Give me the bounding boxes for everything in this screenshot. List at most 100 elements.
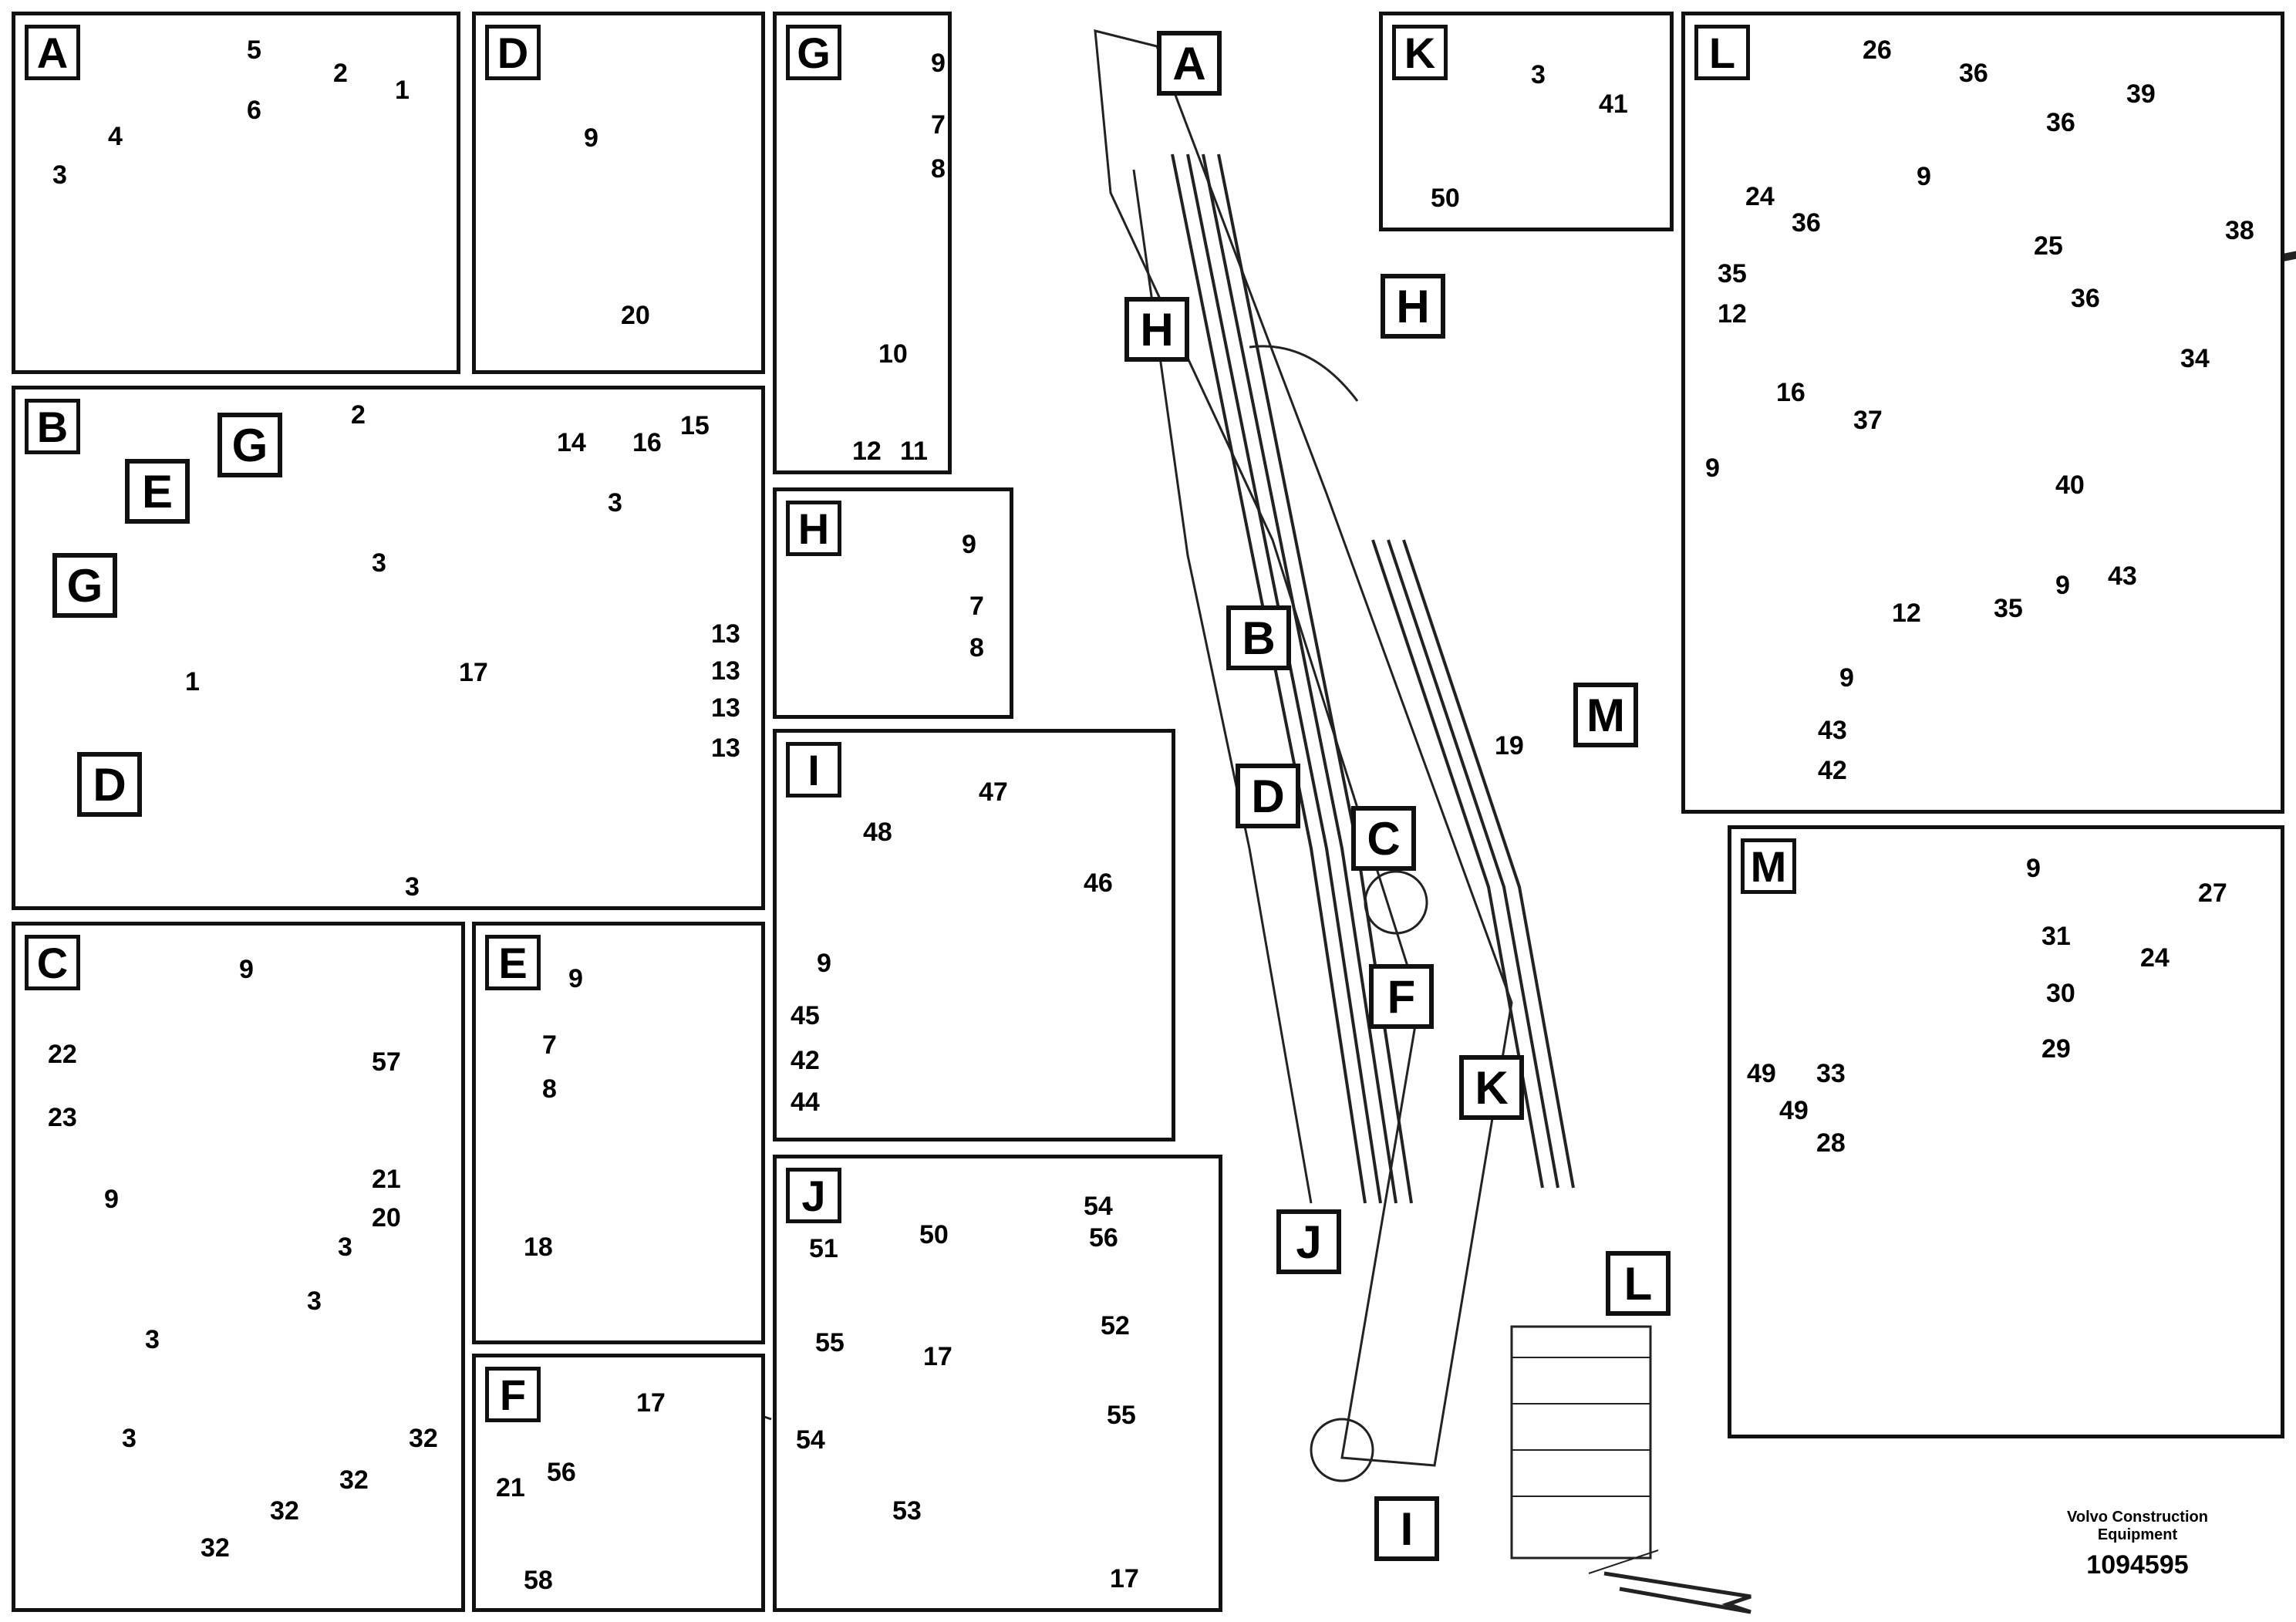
label-54: 54 [1084, 1192, 1113, 1221]
label-12: 12 [852, 437, 882, 466]
label-14: 14 [557, 428, 586, 457]
panel-h-tag: H [786, 501, 841, 556]
label-35: 35 [1718, 259, 1747, 288]
label-21: 21 [496, 1473, 525, 1502]
label-32: 32 [201, 1533, 230, 1563]
label-8: 8 [542, 1074, 557, 1104]
label-9: 9 [931, 49, 946, 78]
panel-g: G 9 7 8 10 12 11 [773, 12, 952, 474]
label-12: 12 [1892, 599, 1921, 628]
label-20: 20 [621, 301, 650, 330]
callout-f: F [1369, 964, 1434, 1029]
label-43: 43 [1818, 716, 1847, 745]
label-23: 23 [48, 1103, 77, 1132]
label-3: 3 [338, 1233, 352, 1262]
label-24: 24 [2140, 943, 2170, 973]
document-number: 1094595 [2086, 1550, 2189, 1580]
label-39: 39 [2126, 79, 2156, 109]
label-17: 17 [1110, 1564, 1139, 1593]
label-5: 5 [247, 35, 261, 65]
label-36: 36 [1792, 208, 1821, 238]
label-3: 3 [52, 160, 67, 190]
label-8: 8 [931, 154, 946, 184]
label-55: 55 [815, 1328, 845, 1357]
inner-tag-e: E [125, 459, 190, 524]
callout-h: H [1124, 297, 1189, 362]
panel-k: K 3 41 50 [1379, 12, 1674, 231]
label-36: 36 [1959, 59, 1988, 88]
label-22: 22 [48, 1040, 77, 1069]
panel-l-tag: L [1694, 25, 1750, 80]
label-9: 9 [2055, 571, 2070, 600]
label-24: 24 [1745, 182, 1775, 211]
callout-m: M [1573, 683, 1638, 747]
panel-j-tag: J [786, 1168, 841, 1223]
label-32: 32 [409, 1424, 438, 1453]
label-7: 7 [969, 592, 984, 621]
callout-h: H [1381, 274, 1445, 339]
panel-a: A 5 6 2 1 4 3 [12, 12, 460, 374]
panel-e-tag: E [485, 935, 541, 990]
label-41: 41 [1599, 89, 1628, 119]
label-2: 2 [351, 400, 366, 430]
label-31: 31 [2041, 922, 2071, 951]
panel-k-tag: K [1392, 25, 1448, 80]
panel-l: L 26 36 36 39 24 36 9 25 38 35 12 36 16 … [1681, 12, 2284, 814]
panel-g-tag: G [786, 25, 841, 80]
label-16: 16 [1776, 378, 1805, 407]
panel-b-tag: B [25, 399, 80, 454]
callout-d: D [1236, 764, 1300, 828]
label-3: 3 [145, 1325, 160, 1354]
label-1: 1 [185, 667, 200, 696]
label-50: 50 [1431, 184, 1460, 213]
label-9: 9 [1705, 454, 1720, 483]
label-2: 2 [333, 59, 348, 88]
label-56: 56 [1089, 1223, 1118, 1253]
label-55: 55 [1107, 1401, 1136, 1430]
label-3: 3 [405, 872, 420, 902]
label-58: 58 [524, 1566, 553, 1595]
label-33: 33 [1816, 1059, 1846, 1088]
label-45: 45 [791, 1001, 820, 1030]
panel-f-tag: F [485, 1367, 541, 1422]
label-57: 57 [372, 1047, 401, 1077]
label-26: 26 [1863, 35, 1892, 65]
label-8: 8 [969, 633, 984, 663]
label-12: 12 [1718, 299, 1747, 329]
label-49: 49 [1747, 1059, 1776, 1088]
label-35: 35 [1994, 594, 2023, 623]
label-20: 20 [372, 1203, 401, 1233]
label-13: 13 [711, 693, 740, 723]
inner-tag-g: G [52, 553, 117, 618]
callout-i: I [1374, 1496, 1439, 1561]
company-name-line2: Equipment [2097, 1526, 2178, 1543]
label-21: 21 [372, 1165, 401, 1194]
panel-m-tag: M [1741, 838, 1796, 894]
label-16: 16 [632, 428, 662, 457]
label-3: 3 [608, 488, 622, 518]
label-28: 28 [1816, 1128, 1846, 1158]
central-boom-art [1094, 29, 1752, 1614]
label-10: 10 [878, 339, 908, 369]
panel-h: H 9 7 8 [773, 487, 1013, 719]
label-13: 13 [711, 619, 740, 649]
label-50: 50 [919, 1220, 949, 1249]
label-44: 44 [791, 1088, 820, 1117]
label-48: 48 [863, 818, 892, 847]
panel-i-tag: I [786, 742, 841, 798]
label-13: 13 [711, 656, 740, 686]
panel-c: C 9 22 57 23 9 21 20 3 3 3 3 32 32 32 32 [12, 922, 465, 1612]
label-9: 9 [568, 964, 583, 993]
callout-c: C [1351, 806, 1416, 871]
label-9: 9 [1917, 162, 1931, 191]
label-52: 52 [1101, 1311, 1130, 1340]
label-9: 9 [584, 123, 598, 153]
label-54: 54 [796, 1425, 825, 1455]
footer: Volvo Construction Equipment 1094595 [2067, 1509, 2208, 1580]
panel-m: M 9 27 31 24 30 49 33 29 49 28 [1728, 825, 2284, 1438]
inner-tag-d: D [77, 752, 142, 817]
label-53: 53 [892, 1496, 922, 1526]
callout-k: K [1459, 1055, 1524, 1120]
label-9: 9 [962, 530, 976, 559]
panel-f: F 17 56 21 58 [472, 1354, 765, 1612]
